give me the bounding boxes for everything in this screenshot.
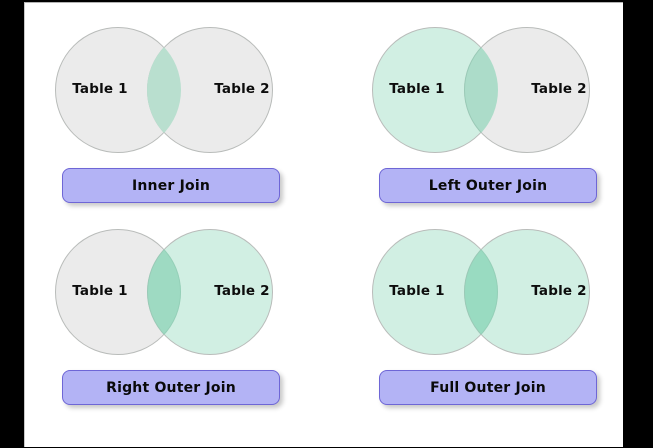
venn-diagram: Table 1 Table 2 [358, 19, 618, 159]
join-type-label: Left Outer Join [428, 177, 548, 194]
join-type-label: Full Outer Join [430, 379, 546, 396]
join-diagram-left-outer-join: Table 1 Table 2 Left Outer Join [358, 19, 618, 224]
join-type-button-left-outer-join[interactable]: Left Outer Join [379, 168, 597, 203]
venn-overlap-fill [464, 229, 498, 355]
join-type-button-inner-join[interactable]: Inner Join [62, 168, 280, 203]
venn-label-table-right: Table 2 [531, 283, 587, 299]
join-diagram-inner-join: Table 1 Table 2 Inner Join [41, 19, 301, 224]
venn-overlap-region [55, 27, 181, 153]
venn-overlap-region [372, 229, 498, 355]
venn-overlap-region [55, 229, 181, 355]
venn-diagram: Table 1 Table 2 [41, 19, 301, 159]
venn-label-table-left: Table 1 [72, 81, 128, 97]
slide-canvas: Table 1 Table 2 Inner Join Table 1 Table… [24, 2, 623, 447]
venn-diagram: Table 1 Table 2 [41, 221, 301, 361]
join-type-button-full-outer-join[interactable]: Full Outer Join [379, 370, 597, 405]
venn-label-table-left: Table 1 [389, 283, 445, 299]
join-diagram-full-outer-join: Table 1 Table 2 Full Outer Join [358, 221, 618, 426]
venn-overlap-region [372, 27, 498, 153]
venn-label-table-left: Table 1 [72, 283, 128, 299]
venn-overlap-fill [464, 27, 498, 153]
venn-label-table-right: Table 2 [531, 81, 587, 97]
venn-label-table-left: Table 1 [389, 81, 445, 97]
venn-label-table-right: Table 2 [214, 81, 270, 97]
join-type-label: Inner Join [131, 177, 210, 194]
venn-label-table-right: Table 2 [214, 283, 270, 299]
venn-overlap-fill [147, 27, 181, 153]
join-diagram-right-outer-join: Table 1 Table 2 Right Outer Join [41, 221, 301, 426]
join-type-label: Right Outer Join [106, 379, 236, 396]
join-type-button-right-outer-join[interactable]: Right Outer Join [62, 370, 280, 405]
venn-overlap-fill [147, 229, 181, 355]
venn-diagram: Table 1 Table 2 [358, 221, 618, 361]
